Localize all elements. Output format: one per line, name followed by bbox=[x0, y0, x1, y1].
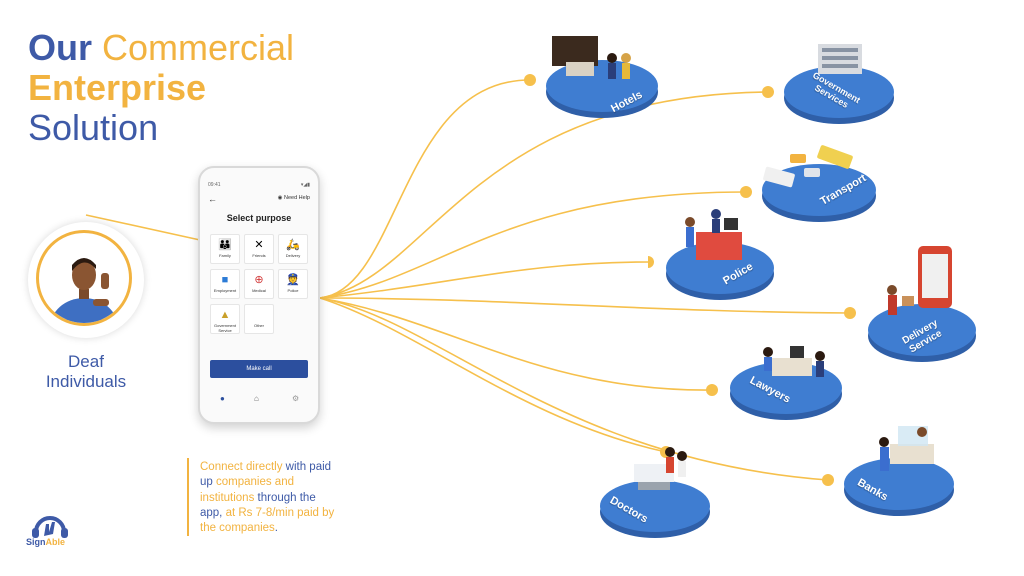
nav-settings-icon[interactable]: ⚙ bbox=[292, 394, 300, 403]
tile-police[interactable]: 👮Police bbox=[278, 269, 308, 299]
service-police: Police bbox=[664, 208, 776, 307]
package-icon bbox=[902, 296, 914, 306]
connect-divider bbox=[187, 458, 189, 536]
service-transport: Transport bbox=[760, 144, 878, 231]
family-icon: 👪 bbox=[218, 239, 232, 251]
page-title: Our Commercial Enterprise Solution bbox=[28, 28, 294, 148]
car-icon bbox=[804, 168, 820, 177]
line-hotels bbox=[319, 79, 531, 299]
phone-mockup: 09:41 ▾◢▮ ← ◉ Need Help Select purpose 👪… bbox=[198, 166, 320, 424]
briefcase-icon: ■ bbox=[221, 274, 229, 286]
tile-delivery[interactable]: 🛵Delivery bbox=[278, 234, 308, 264]
government-icon: ▲ bbox=[219, 309, 231, 321]
friends-icon: ✕ bbox=[254, 239, 264, 251]
title-word-solution: Solution bbox=[28, 107, 159, 148]
deaf-avatar bbox=[28, 222, 144, 338]
title-word-our: Our bbox=[28, 27, 93, 68]
line-transport bbox=[319, 191, 747, 299]
hotel-sign-icon bbox=[552, 36, 598, 66]
tile-employment[interactable]: ■Employment bbox=[210, 269, 240, 299]
police-icon: 👮 bbox=[286, 274, 300, 286]
signable-logo-icon bbox=[32, 516, 68, 538]
service-delivery: Delivery Service bbox=[866, 244, 978, 371]
title-word-enterprise: Enterprise bbox=[28, 67, 207, 108]
line-police bbox=[319, 261, 651, 299]
avatar-inner bbox=[36, 230, 132, 326]
status-time: 09:41 bbox=[208, 182, 221, 188]
line-banks bbox=[319, 297, 829, 481]
line-lawyers bbox=[319, 297, 713, 391]
deaf-label-line1: Deaf bbox=[68, 352, 104, 371]
line-doctors bbox=[319, 297, 667, 453]
service-government: Government Services bbox=[782, 38, 896, 131]
line-government bbox=[319, 91, 769, 299]
need-help-link[interactable]: ◉ Need Help bbox=[278, 195, 310, 201]
lawyer-desk-icon bbox=[772, 358, 812, 376]
back-arrow-icon[interactable]: ← bbox=[208, 194, 217, 204]
tile-friends[interactable]: ✕Friends bbox=[244, 234, 274, 264]
make-call-button[interactable]: Make call bbox=[210, 360, 308, 378]
line-delivery bbox=[319, 297, 851, 314]
bus-icon bbox=[817, 145, 853, 169]
signable-logo-text: SignAble bbox=[26, 537, 66, 547]
avatar-link-line bbox=[85, 214, 201, 241]
connect-description: Connect directly with paid up companies … bbox=[200, 461, 335, 535]
hospital-bed-icon bbox=[634, 464, 674, 482]
other-icon bbox=[245, 309, 273, 321]
taxi-icon bbox=[790, 154, 806, 163]
status-icons: ▾◢▮ bbox=[300, 182, 310, 188]
tile-medical[interactable]: ⊕Medical bbox=[244, 269, 274, 299]
nav-clock-icon[interactable]: ● bbox=[220, 394, 225, 403]
deaf-individuals-label: Deaf Individuals bbox=[20, 352, 152, 392]
bank-counter-icon bbox=[890, 444, 934, 464]
select-purpose-heading: Select purpose bbox=[226, 213, 292, 223]
delivery-icon: 🛵 bbox=[286, 239, 300, 251]
deaf-label-line2: Individuals bbox=[45, 372, 127, 391]
service-banks: Banks bbox=[842, 422, 956, 525]
tram-icon bbox=[763, 166, 795, 188]
service-hotels: Hotels bbox=[544, 28, 660, 125]
nav-home-icon[interactable]: ⌂ bbox=[254, 394, 259, 403]
tile-family[interactable]: 👪Family bbox=[210, 234, 240, 264]
tile-other[interactable]: Other bbox=[244, 304, 274, 334]
eye-icon: ◉ bbox=[277, 195, 283, 201]
medical-icon: ⊕ bbox=[254, 274, 264, 286]
police-desk-icon bbox=[696, 232, 742, 260]
signing-person-icon bbox=[50, 258, 118, 323]
service-lawyers: Lawyers bbox=[728, 340, 844, 427]
service-doctors: Doctors bbox=[598, 446, 712, 547]
title-word-commercial: Commercial bbox=[102, 27, 295, 68]
need-help-label: Need Help bbox=[284, 195, 310, 201]
tile-government-service[interactable]: ▲Government Service bbox=[210, 304, 240, 334]
